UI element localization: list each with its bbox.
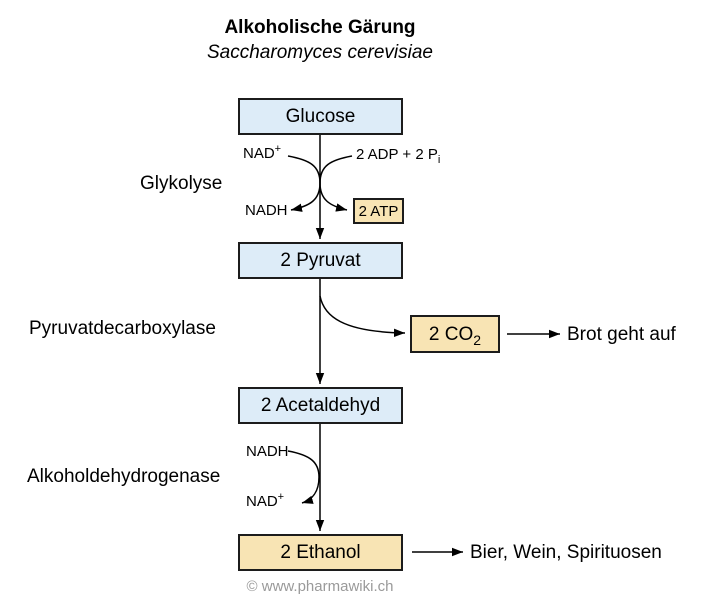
nad-in-superscript: + [274,143,282,155]
adp-base-text: 2 ADP + 2 P [356,146,438,163]
node-co2-label: 2 CO2 [428,323,482,348]
result-bread-label: Brot geht auf [567,324,676,345]
nad-in-base-text: NAD [243,145,275,162]
node-co2: 2 CO2 [410,315,500,353]
cofactor-nad-plus-out: NAD+ [246,491,285,510]
node-ethanol: 2 Ethanol [238,534,403,571]
node-acetaldehyd: 2 Acetaldehyd [238,387,403,424]
node-acetaldehyd-label: 2 Acetaldehyd [260,395,381,416]
cofactor-nad-plus-in: NAD+ [243,143,282,162]
diagram-title: Alkoholische Gärung [224,17,416,38]
result-drinks-label: Bier, Wein, Spirituosen [470,542,662,563]
node-atp: 2 ATP [353,198,404,224]
cofactor-nadh-in: NADH [246,443,289,460]
curve-pyruvat-to-co2 [319,295,406,338]
node-pyruvat: 2 Pyruvat [238,242,403,279]
node-glucose-label: Glucose [285,106,356,127]
diagram-subtitle: Saccharomyces cerevisiae [207,42,433,63]
node-ethanol-label: 2 Ethanol [280,542,361,563]
cofactor-adp-pi: 2 ADP + 2 Pi [356,146,441,166]
curve-adp-to-nadh [290,155,353,212]
enzyme-pyruvatdecarboxylase-label: Pyruvatdecarboxylase [29,318,216,339]
co2-subscript: 2 [473,331,482,348]
cofactor-nadh-out: NADH [245,202,288,219]
nad-out-base-text: NAD [246,493,278,510]
curve-nad-to-atp [287,155,348,212]
pi-subscript: i [437,154,441,166]
node-pyruvat-label: 2 Pyruvat [280,250,361,271]
node-glucose: Glucose [238,98,403,135]
nad-out-superscript: + [277,491,285,503]
enzyme-glykolyse-label: Glykolyse [140,173,223,194]
co2-base-text: 2 CO [428,323,474,345]
enzyme-alkoholdehydrogenase-label: Alkoholdehydrogenase [27,466,221,487]
copyright-watermark: © www.pharmawiki.ch [246,578,394,595]
node-atp-label: 2 ATP [358,202,399,220]
curve-nadh-to-nad [287,450,320,504]
